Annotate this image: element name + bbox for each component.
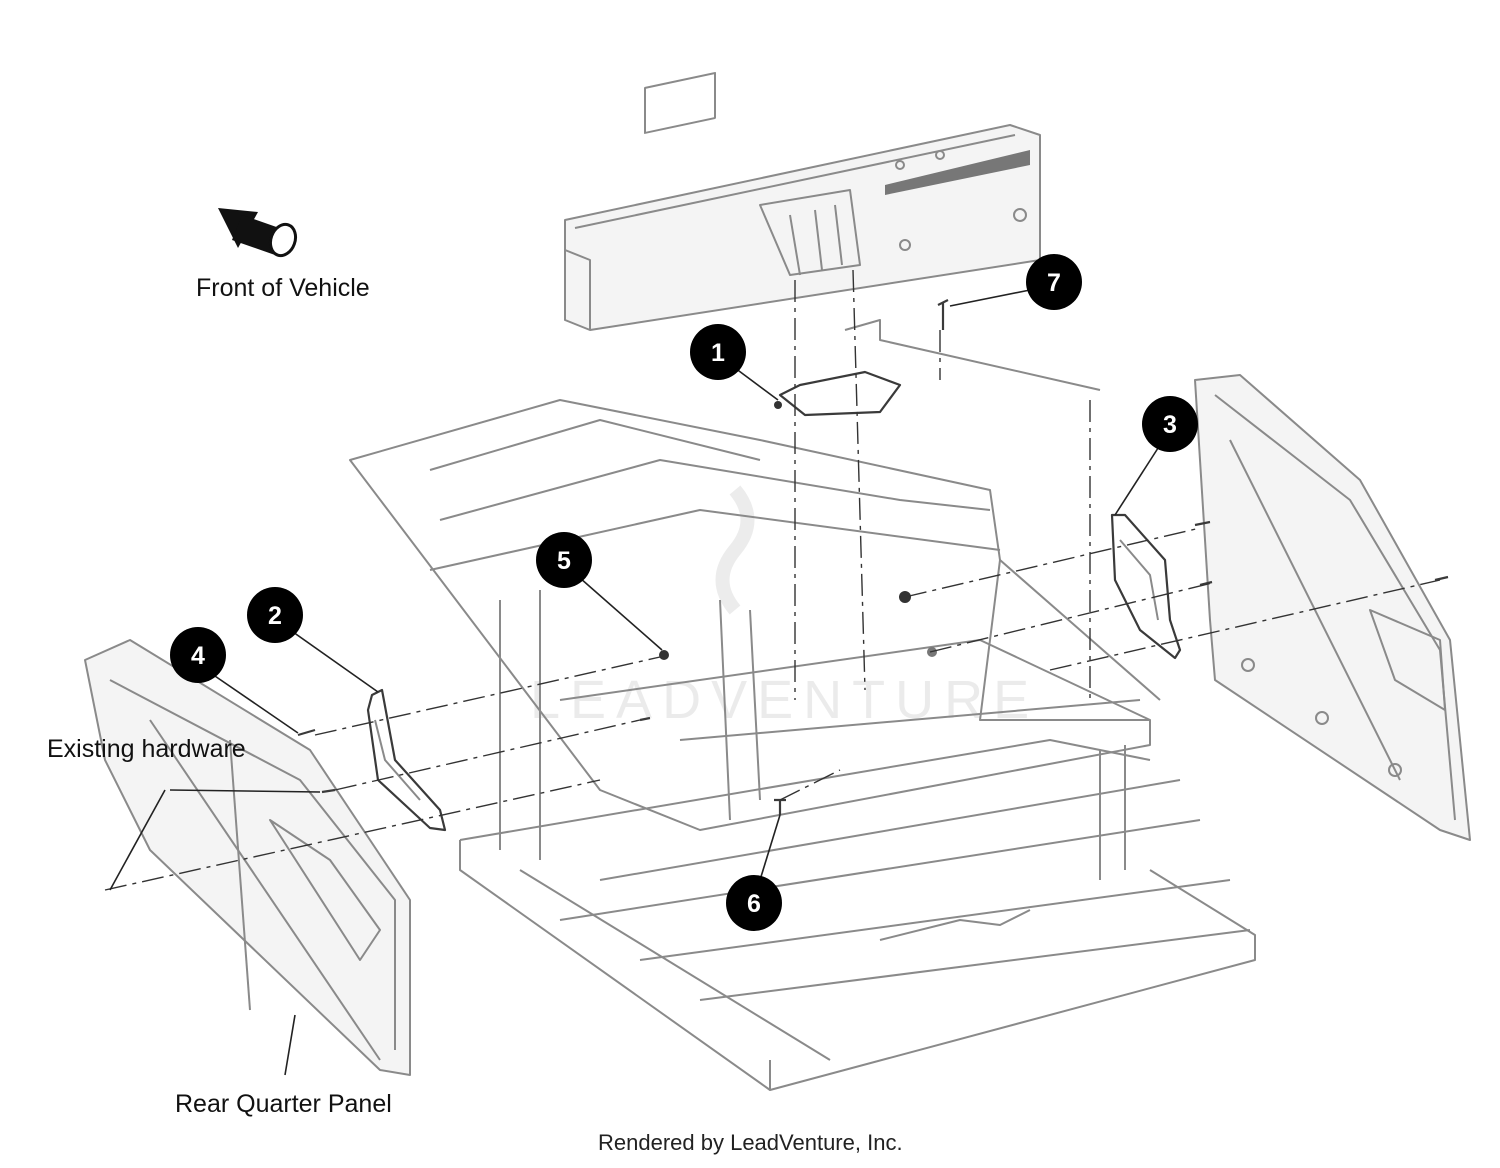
callout-5: 5 (536, 532, 592, 588)
main-frame (349, 399, 1256, 1091)
watermark: LEADVENTURE (530, 485, 1039, 730)
leader-lines (109, 289, 1161, 1076)
watermark-text: LEADVENTURE (530, 670, 1039, 730)
callout-7-number: 7 (1047, 269, 1061, 297)
callout-1: 1 (690, 324, 746, 380)
nut-5 (659, 650, 669, 660)
callout-6: 6 (726, 875, 782, 931)
screw-4 (297, 728, 316, 737)
callout-5-number: 5 (557, 547, 571, 575)
front-of-vehicle-label: Front of Vehicle (196, 274, 370, 302)
screw-6 (774, 798, 786, 815)
callout-3-number: 3 (1163, 411, 1177, 439)
callout-2-number: 2 (268, 602, 282, 630)
callout-4-number: 4 (191, 642, 205, 670)
bracket-part-3 (1110, 513, 1182, 660)
bracket-part-1 (774, 319, 1101, 417)
screw-7 (937, 299, 949, 330)
existing-hardware-label: Existing hardware (47, 735, 246, 763)
bracket-part-2 (366, 688, 447, 832)
rear-quarter-panel-right (1194, 374, 1471, 841)
center-lines (104, 269, 1441, 891)
callout-3: 3 (1142, 396, 1198, 452)
rear-quarter-panel-label: Rear Quarter Panel (175, 1090, 392, 1118)
callout-1-number: 1 (711, 339, 725, 367)
rear-quarter-panel-left (84, 639, 411, 1076)
callout-7: 7 (1026, 254, 1082, 310)
callout-4: 4 (170, 627, 226, 683)
callout-6-number: 6 (747, 890, 761, 918)
callout-2: 2 (247, 587, 303, 643)
dash-panel (564, 71, 1041, 331)
front-direction-arrow-icon (218, 208, 298, 258)
credit-text: Rendered by LeadVenture, Inc. (598, 1130, 903, 1155)
